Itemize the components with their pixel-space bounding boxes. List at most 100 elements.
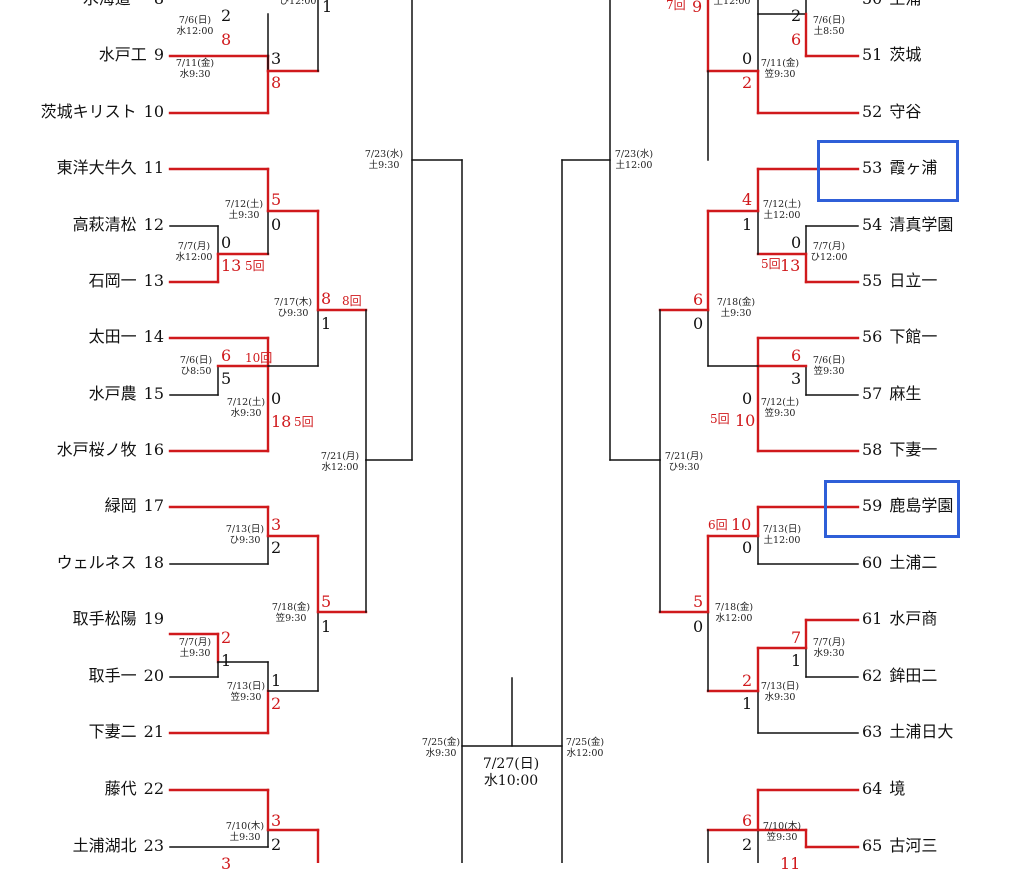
score: 0 <box>791 233 802 252</box>
team-name: 鉾田二 <box>889 666 938 686</box>
team-number: 50 <box>862 0 882 8</box>
team-entry: 下妻二 21 <box>89 724 164 740</box>
score-note: 5回 <box>710 412 730 426</box>
match-date: 7/12(土) <box>226 397 266 408</box>
team-name: 鹿島学園 <box>889 496 954 516</box>
match-venue-time: ひ9:30 <box>277 308 309 319</box>
team-name: 水戸桜ノ牧 <box>56 440 137 460</box>
team-number: 52 <box>862 102 883 122</box>
score: 13 <box>221 256 242 275</box>
team-name: 土浦日大 <box>889 722 954 742</box>
match-date: 7/7(月) <box>812 241 846 252</box>
score: 0 <box>742 389 753 408</box>
score: 9 <box>692 0 703 16</box>
match-schedule: 7/7(月)水9:30 <box>799 637 859 659</box>
match-schedule: 7/18(金)土9:30 <box>706 297 766 319</box>
match-venue-time: 水9:30 <box>813 648 845 659</box>
match-date: 7/12(土) <box>760 397 800 408</box>
match-date: 7/11(金) <box>175 58 215 69</box>
score: 1 <box>271 671 282 690</box>
score: 2 <box>221 6 232 25</box>
team-number: 64 <box>862 779 883 799</box>
match-schedule: 7/6(日)ひ8:50 <box>166 355 226 377</box>
match-date: 7/7(月) <box>178 637 212 648</box>
score: 8 <box>271 73 282 92</box>
team-name: 麻生 <box>889 384 922 404</box>
score: 0 <box>693 617 704 636</box>
match-schedule: 7/7(月)土9:30 <box>165 637 225 659</box>
team-name: 清真学園 <box>889 215 954 235</box>
score: 10 <box>731 515 752 534</box>
score: 4 <box>742 190 753 209</box>
team-entry: 64 境 <box>862 781 905 797</box>
match-date: 7/13(日) <box>760 681 800 692</box>
match-venue-time: 水12:00 <box>175 252 213 263</box>
team-name: 霞ヶ浦 <box>889 158 938 178</box>
match-schedule: 7/12(土)土12:00 <box>752 199 812 221</box>
team-name: 土浦湖北 <box>72 836 137 856</box>
match-venue-time: ひ12:00 <box>279 0 317 7</box>
match-venue-time: 笠9:30 <box>275 613 307 624</box>
match-venue-time: 水9:30 <box>179 69 211 80</box>
match-date: 7/18(金) <box>716 297 756 308</box>
match-venue-time: 土12:00 <box>763 535 801 546</box>
match-date: 7/13(日) <box>762 524 802 535</box>
team-number: 54 <box>862 215 883 235</box>
score: 5 <box>271 190 282 209</box>
match-schedule: 7/12(土)笠9:30 <box>750 397 810 419</box>
team-number: 13 <box>143 271 164 291</box>
match-date: 7/21(月) <box>664 451 704 462</box>
match-schedule: ひ12:00 <box>268 0 328 7</box>
team-name: 境 <box>889 779 906 799</box>
team-number: 57 <box>862 384 883 404</box>
match-venue-time: 笠9:30 <box>813 366 845 377</box>
match-schedule: 7/10(木)笠9:30 <box>752 821 812 843</box>
match-schedule: 7/17(木)ひ9:30 <box>263 297 323 319</box>
match-venue-time: 土12:00 <box>713 0 751 7</box>
match-venue-time: 笠9:30 <box>764 69 796 80</box>
match-venue-time: 笠9:30 <box>230 692 262 703</box>
match-venue-time: 土9:30 <box>228 210 260 221</box>
match-schedule: 7/25(金)水9:30 <box>411 737 471 759</box>
score: 1 <box>221 651 232 670</box>
match-date: 7/21(月) <box>320 451 360 462</box>
score: 18 <box>271 412 292 431</box>
score: 6 <box>221 346 232 365</box>
match-schedule: 7/13(日)水9:30 <box>750 681 810 703</box>
score: 10 <box>735 411 756 430</box>
score-note: 5回 <box>294 415 314 429</box>
final-match-label: 7/27(日) 水10:00 <box>480 756 542 790</box>
match-date: 7/17(木) <box>273 297 313 308</box>
final-venue: 水10:00 <box>483 773 539 789</box>
match-schedule: 7/10(木)土9:30 <box>215 821 275 843</box>
score: 2 <box>742 73 753 92</box>
score: 0 <box>693 314 704 333</box>
score: 3 <box>791 369 802 388</box>
team-number: 56 <box>862 327 883 347</box>
score: 2 <box>271 538 282 557</box>
match-venue-time: ひ12:00 <box>810 252 848 263</box>
score: 1 <box>321 314 332 333</box>
team-name: 土浦一 <box>889 0 937 8</box>
team-number: 21 <box>143 722 164 742</box>
team-number: 23 <box>143 836 164 856</box>
team-number: 65 <box>862 836 883 856</box>
team-name: 高萩清松 <box>72 215 137 235</box>
match-date: 7/6(日) <box>812 15 846 26</box>
team-name: 下妻二 <box>88 722 137 742</box>
team-entry: 57 麻生 <box>862 386 921 402</box>
